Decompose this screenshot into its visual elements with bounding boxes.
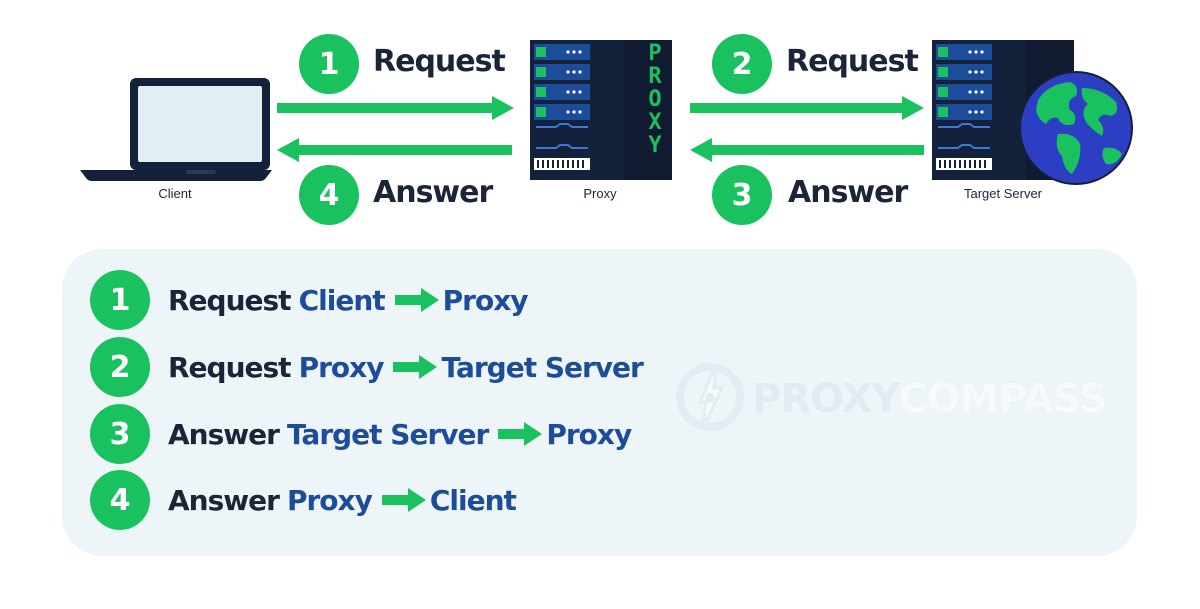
legend-badge-4: 4 [90,470,150,530]
legend-from-1: Client [298,283,386,317]
compass-logo-icon [676,363,744,431]
proxy-sign: PROXY [648,41,662,158]
legend-from-2: Proxy [298,350,385,384]
arrow-right-icon [393,355,438,379]
step-label-4: Answer [373,175,493,210]
legend-to-4: Client [429,483,517,517]
client-caption: Client [158,186,192,201]
legend-row-3: 3 Answer Target Server Proxy [90,404,790,464]
step-badge-2: 2 [712,34,772,94]
legend-action-1: Request [168,283,292,317]
step-badge-3: 3 [712,165,772,225]
legend-from-3: Target Server [286,417,489,451]
target-server-caption: Target Server [963,186,1043,201]
watermark-part-1: PROXY [752,376,899,422]
step-badge-4: 4 [299,165,359,225]
step-label-3: Answer [788,175,908,210]
proxy-caption: Proxy [583,186,617,201]
arrow-right-icon [381,488,426,512]
watermark-text: PROXYCOMPASS [752,376,1108,422]
client-laptop-icon [80,78,272,181]
proxy-server-icon [530,40,672,180]
legend-action-4: Answer [168,483,280,517]
legend-row-2: 2 Request Proxy Target Server [90,337,790,397]
arrow-right-icon [394,288,439,312]
legend-to-3: Proxy [546,417,632,451]
request-arrow-client-to-proxy [277,96,514,120]
legend-action-3: Answer [168,417,280,451]
legend-badge-1: 1 [90,270,150,330]
step-label-1: Request [373,44,506,79]
legend-badge-3: 3 [90,404,150,464]
globe-icon [1019,71,1133,185]
legend-panel [62,249,1137,556]
legend-from-4: Proxy [286,483,373,517]
arrow-right-icon [498,422,543,446]
watermark: PROXYCOMPASS [672,362,1112,432]
answer-arrow-proxy-to-client [277,138,512,162]
step-label-2: Request [786,44,919,79]
legend-badge-2: 2 [90,337,150,397]
watermark-part-2: COMPASS [898,376,1108,422]
request-arrow-proxy-to-server [690,96,924,120]
legend-to-1: Proxy [442,283,529,317]
answer-arrow-server-to-proxy [690,138,924,162]
legend-row-1: 1 Request Client Proxy [90,270,790,330]
legend-row-4: 4 Answer Proxy Client [90,470,790,530]
legend-to-2: Target Server [441,350,643,384]
step-badge-1: 1 [299,34,359,94]
legend-action-2: Request [168,350,292,384]
